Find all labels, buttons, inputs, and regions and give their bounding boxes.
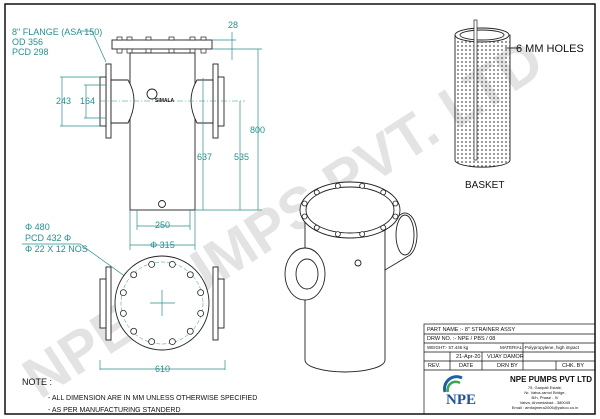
bolt-hole: [392, 213, 399, 220]
bolt-hole: [119, 289, 127, 297]
bolt-hole: [130, 327, 138, 335]
plan-callout-line1: Φ 480: [25, 222, 50, 232]
iso-gauge-port: [354, 259, 362, 267]
iso-top-cover: [299, 181, 401, 239]
dim-flange-id: 164: [80, 96, 95, 106]
bolt-hole: [197, 289, 205, 297]
bolt-hole: [313, 224, 320, 231]
flange-callout-line1: 8" FLANGE (ASA 150): [12, 27, 102, 37]
bolt-hole: [186, 271, 194, 279]
weight: WEIGHT:- 57.446 kg: [427, 345, 469, 350]
plan-callout-line2: PCD 432 Φ: [25, 233, 71, 243]
company-logo-text: NPE: [446, 392, 476, 408]
date-label: DATE: [459, 363, 474, 369]
bolt-hole: [301, 213, 308, 220]
part-name: PART NAME :- 8" STRAINER ASSY: [427, 327, 515, 333]
drain-plug-icon: [158, 200, 166, 208]
date-value: 21-Apr-20: [456, 354, 480, 360]
cover-bolts: [116, 36, 207, 54]
bolt-hole: [392, 200, 399, 207]
dim-overall-width: 610: [155, 364, 170, 374]
company-email: Email : amitajmera2006@yahoo.co.in: [512, 405, 579, 410]
bolt-hole: [301, 200, 308, 207]
brand-logo-icon: [146, 88, 158, 100]
dim-overall-height: 800: [250, 125, 265, 135]
bolt-hole: [148, 260, 156, 268]
bolt-hole: [380, 224, 387, 231]
plan-view: Φ 480 PCD 432 Φ Φ 22 X 12 NOS Φ 315 610: [22, 222, 226, 374]
address-line-3: B/h, Phase - IV: [532, 395, 559, 400]
bolt-hole: [168, 260, 176, 268]
top-cover-flange: [111, 39, 213, 50]
basket-label: BASKET: [465, 180, 504, 191]
plan-callout-line3: Φ 22 X 12 NOS: [25, 244, 88, 254]
bolt-hole: [380, 189, 387, 196]
isometric-view: [284, 181, 418, 373]
basket-handle: [473, 19, 478, 161]
material: MATERIAL:-Polypropylene, high impact: [500, 345, 580, 350]
basket-holes-label: 6 MM HOLES: [516, 43, 584, 55]
address-line-1: 75, Ganpati Estate,: [528, 385, 562, 390]
bolt-hole: [359, 231, 366, 238]
note-item-1: - ALL DIMENSION ARE IN MM UNLESS OTHERWI…: [48, 395, 257, 402]
bolt-hole: [119, 309, 127, 317]
dim-cover-thickness: 28: [228, 20, 238, 30]
bolt-hole: [197, 309, 205, 317]
bolt-hole: [313, 189, 320, 196]
dim-flange-od: 243: [56, 96, 71, 106]
bolt-hole: [148, 338, 156, 346]
flange-callout-line3: PCD 298: [12, 47, 49, 57]
dim-535: 535: [234, 152, 249, 162]
drawn-by-label: DRN BY: [497, 363, 518, 369]
company-name: NPE PUMPS PVT LTD: [510, 375, 592, 384]
brand-logo-text: SIMALA: [155, 98, 175, 104]
dim-637: 637: [197, 152, 212, 162]
iso-body: [304, 214, 386, 373]
drawing-number: DRW NO. :- NPE / PBS / 08: [427, 336, 495, 342]
strainer-body: [129, 52, 196, 211]
flange-callout-line2: OD 356: [12, 37, 43, 47]
rev-label: REV.: [428, 363, 441, 369]
iso-outlet-flange: [395, 214, 415, 256]
title-block: [423, 323, 596, 415]
bolt-hole: [334, 182, 341, 189]
inlet-nozzle: [110, 79, 135, 124]
bolt-hole: [168, 338, 176, 346]
dim-body-diameter: Φ 315: [150, 240, 175, 250]
checked-by-label: CHK. BY: [562, 363, 584, 369]
bolt-hole: [359, 182, 366, 189]
bolt-hole: [186, 327, 194, 335]
sheet-border: [4, 3, 596, 415]
address-line-2: Nr. Vatva-ramol Bridge,: [524, 390, 565, 395]
iso-inlet-flange: [284, 247, 326, 301]
note-item-2: - AS PER MANUFACTURING STANDERD: [48, 407, 181, 414]
outlet-nozzle: [190, 79, 214, 124]
basket-mesh: [454, 34, 511, 168]
dim-base-width: 250: [155, 220, 170, 230]
front-view: SIMALA 8" FLANGE (ASA 150) OD 356 PCD 29…: [12, 20, 265, 250]
basket-view: 6 MM HOLES BASKET: [454, 19, 584, 191]
bolt-hole: [334, 231, 341, 238]
bolt-hole: [130, 271, 138, 279]
company-logo-icon: NPE: [443, 375, 476, 408]
plan-bolt-holes: [119, 260, 205, 346]
notes-title: NOTE :: [22, 377, 52, 387]
iso-cover-bolts: [301, 182, 399, 238]
drawn-by-value: VIJAY DAMOR: [487, 354, 524, 360]
address-line-4: Vatva, Ahmedabad - 380045: [520, 400, 571, 405]
